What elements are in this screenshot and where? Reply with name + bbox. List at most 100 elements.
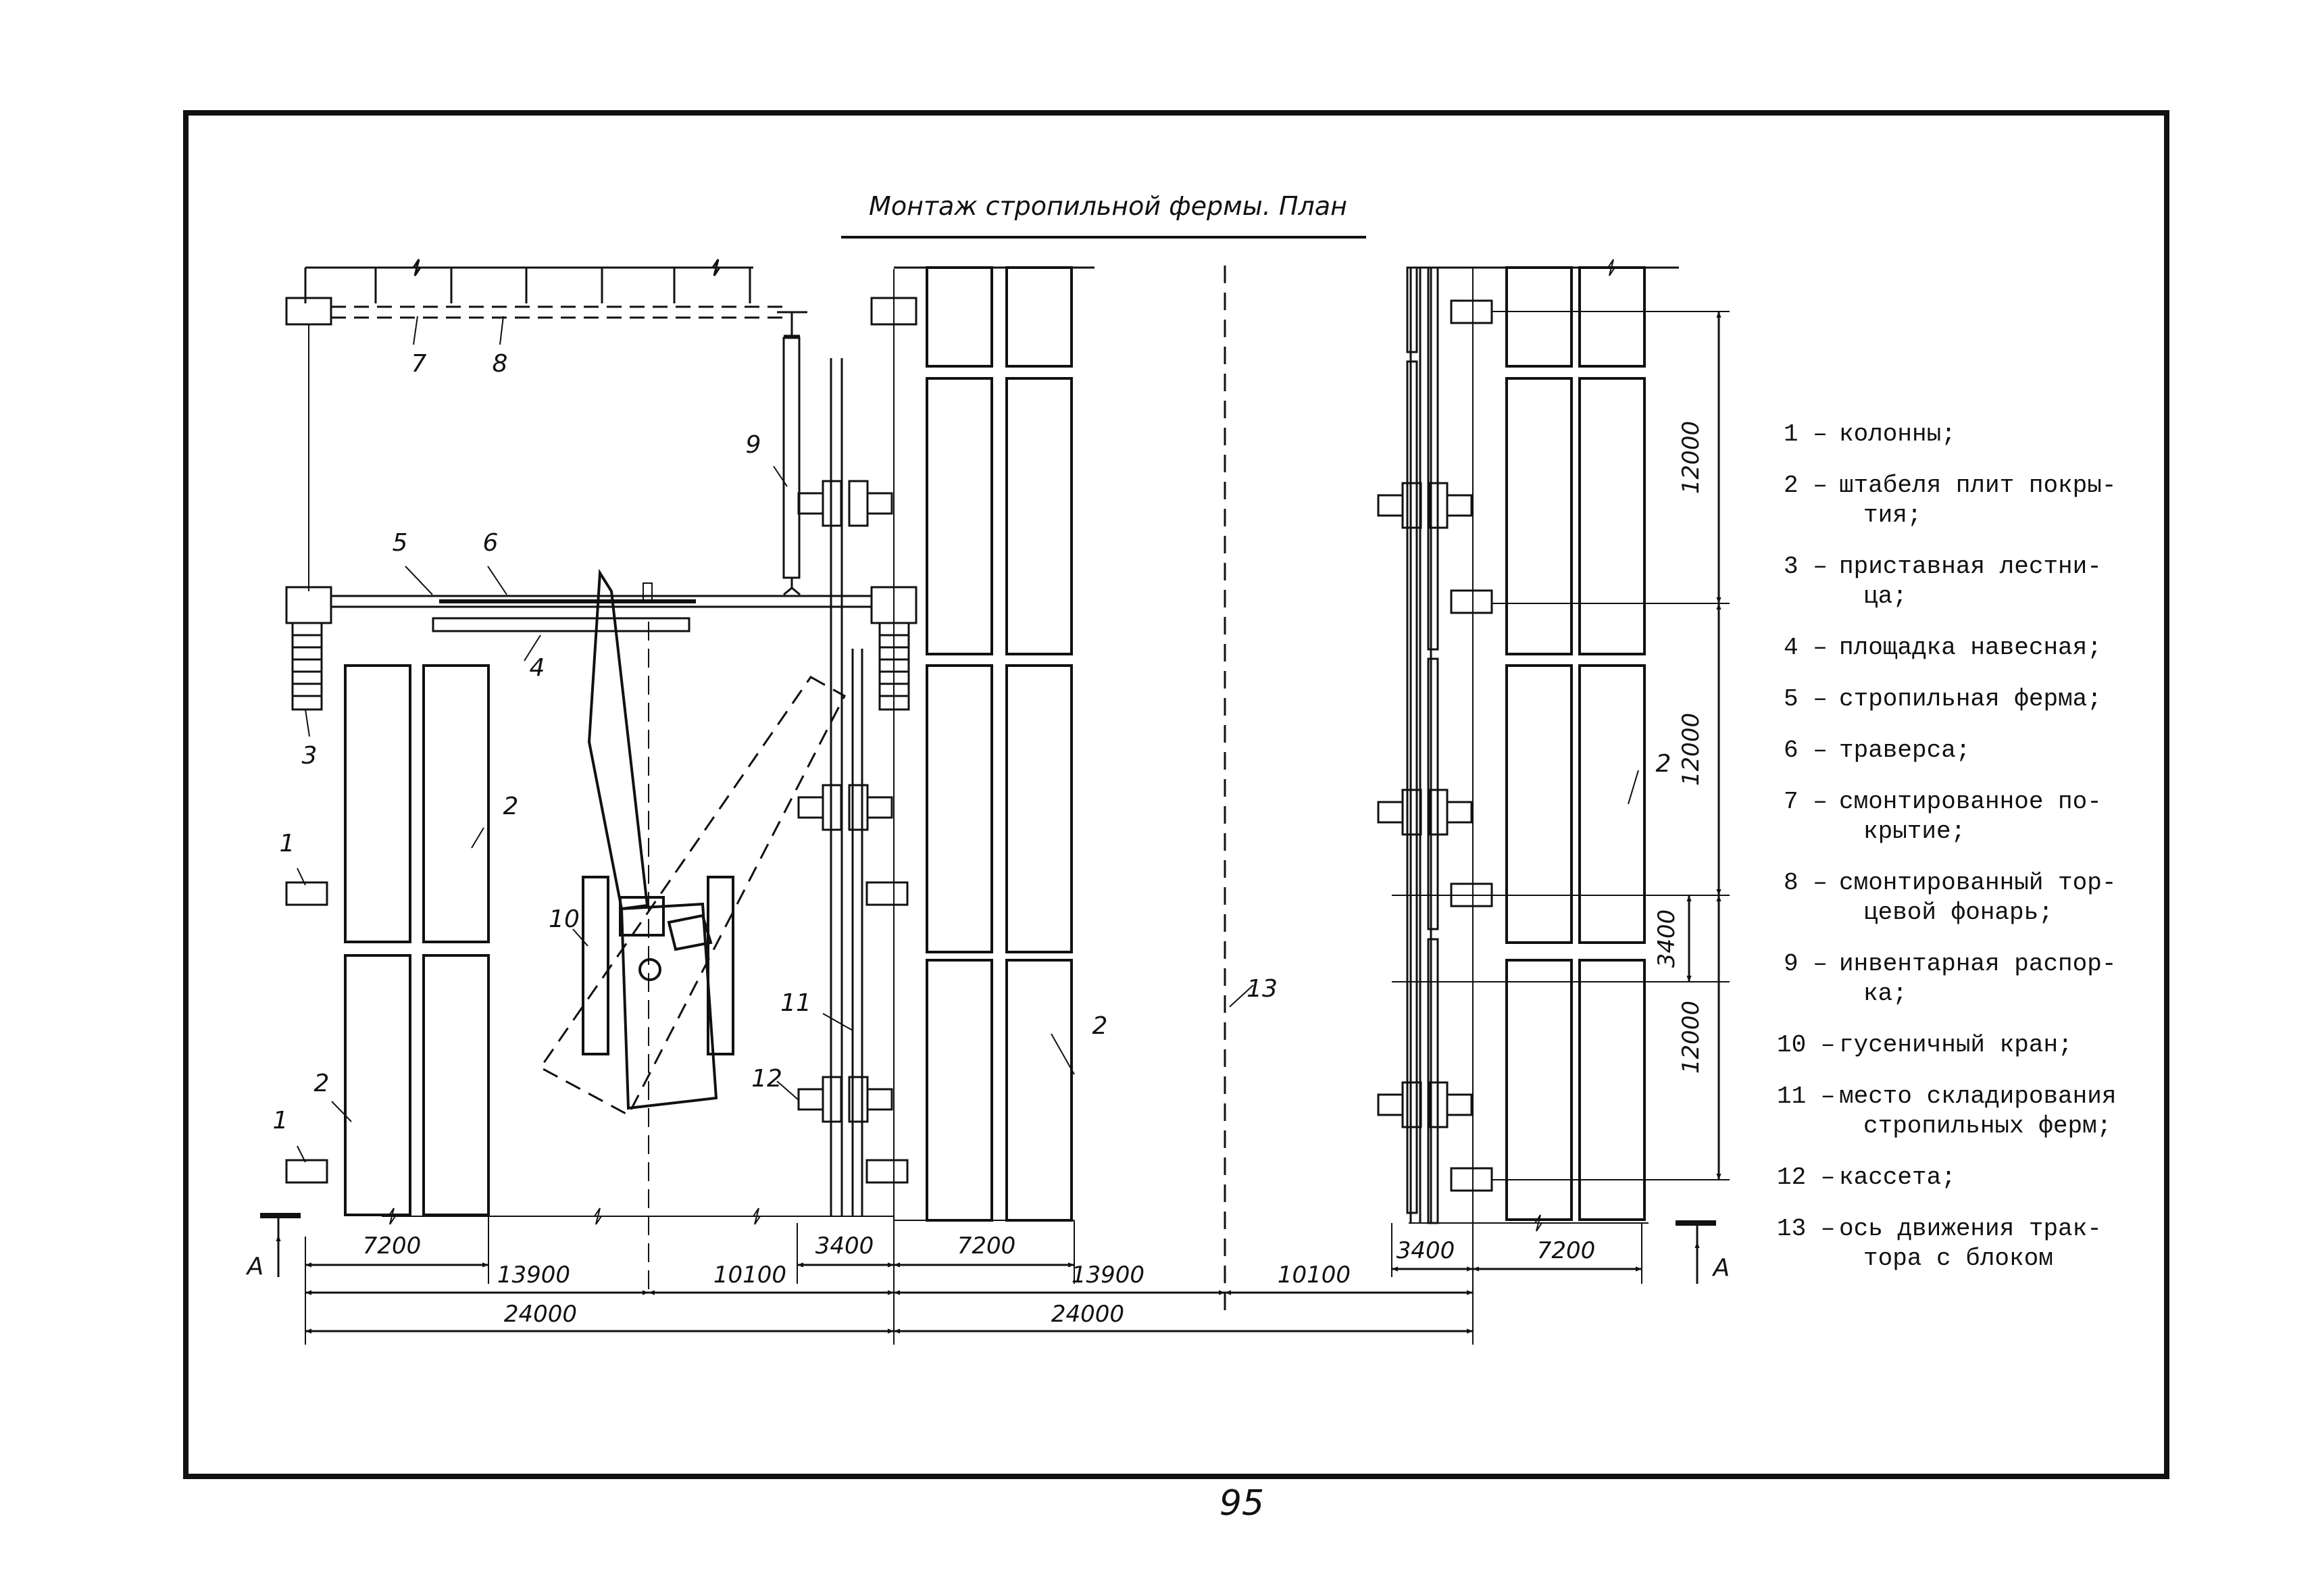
legend-text: цевой фонарь; [1863,899,2053,926]
dim-left-10100: 10100 [713,1262,786,1289]
cassette [797,1076,893,1123]
column [1450,589,1493,614]
roof-truss [331,595,872,608]
cassette [797,480,893,527]
legend-number: 5 – [1784,685,1828,713]
cassette [1377,1081,1473,1128]
end-lantern [331,305,787,319]
legend-number: 6 – [1784,737,1828,764]
callout-2-right: 2 [1656,750,1671,778]
callout-7: 7 [411,350,427,378]
legend-text: колонны; [1839,420,1956,448]
break-mark [388,1207,761,1225]
truss-storage [1406,266,1439,1224]
legend-number: 12 – [1777,1164,1835,1191]
drawing-title: Монтаж стропильной фермы. План [869,191,1347,221]
column [285,881,328,906]
strut-connector [783,578,801,596]
legend-text: инвентарная распор- [1839,950,2116,978]
dim-mid-10100: 10100 [1278,1262,1351,1289]
slab-stacks-middle [926,266,1073,1222]
hanging-platform [432,617,690,632]
page-number: 95 [1219,1483,1264,1524]
left-span [285,259,917,1291]
platform-post [643,582,653,601]
legend-number: 7 – [1784,788,1828,816]
vertical-extension-lines [1392,311,1730,1180]
legend-text: тия; [1863,501,1921,529]
legend-text: траверса; [1839,737,1970,764]
legend-text: ца; [1863,582,1907,610]
legend-text: ка; [1863,980,1907,1007]
legend-number: 9 – [1784,950,1828,978]
legend-text: место складирования [1839,1082,2116,1110]
legend-number: 8 – [1784,869,1828,897]
legend-text: гусеничный кран; [1839,1031,2073,1059]
legend-text: штабеля плит покры- [1839,472,2116,499]
callout-2-middle: 2 [1092,1012,1108,1040]
dim-left-7200: 7200 [363,1232,422,1260]
cassette [797,784,893,831]
callout-2-left-upper: 2 [503,793,519,820]
legend-text: крытие; [1863,818,1965,845]
dim-v-12000-top: 12000 [1678,421,1705,494]
dim-mid-7200: 7200 [957,1232,1016,1260]
callout-10: 10 [549,905,580,933]
middle-span [894,266,1226,1314]
callout-4: 4 [530,654,545,682]
legend-text: стропильная ферма; [1839,685,2102,713]
crane-swing-zone [538,676,846,1117]
legend-text: смонтированный тор- [1839,869,2116,897]
legend-text: кассета; [1839,1164,1956,1191]
legend: 1 – колонны; 2 – штабеля плит покры-тия; 3 –… [1777,420,2116,1272]
cassette [1377,789,1473,836]
crawler-crane [582,568,734,1110]
bottom-dimensions: 7200 3400 7200 13900 10100 13900 10100 2… [305,1216,1642,1345]
dim-right-7200: 7200 [1537,1237,1596,1264]
callout-5: 5 [393,529,408,557]
cassette [1377,482,1473,529]
break-mark [1534,1214,1542,1232]
legend-number: 2 – [1784,472,1828,499]
section-mark-left: A [246,1213,301,1280]
slab-stacks-right [1505,266,1646,1221]
column [285,586,332,624]
legend-number: 13 – [1777,1215,1835,1243]
dim-mid-24000: 24000 [1051,1301,1124,1328]
installed-roof-edge [304,259,753,303]
callout-2-left-lower: 2 [314,1070,330,1097]
legend-number: 1 – [1784,420,1828,448]
column [1450,299,1493,324]
column [865,881,909,906]
legend-text: смонтированное по- [1839,788,2102,816]
callout-1-upper: 1 [280,830,295,857]
callout-leaders [297,316,1639,1163]
section-label-right: A [1712,1254,1730,1282]
vertical-dimension-lines [1686,311,1721,1180]
column [1450,1167,1493,1192]
ladder [291,622,323,711]
legend-text: ось движения трак- [1839,1215,2102,1243]
right-span: 12000 12000 3400 12000 [1377,259,1730,1232]
dim-right-3400: 3400 [1397,1237,1455,1264]
callout-9: 9 [746,431,761,459]
ladder [878,622,910,711]
dim-v-12000-mid: 12000 [1678,713,1705,786]
inventory-strut [782,336,801,579]
section-label-left: A [246,1253,264,1280]
callout-11: 11 [780,989,811,1017]
dim-v-3400: 3400 [1653,909,1680,968]
legend-number: 3 – [1784,553,1828,580]
drawing-frame [183,110,2169,1479]
truss-storage [830,358,863,1216]
callout-1-lower: 1 [273,1107,288,1134]
callout-13: 13 [1247,975,1278,1003]
legend-text: тора с блоком [1863,1245,2053,1272]
legend-text: приставная лестни- [1839,553,2102,580]
dim-mid-13900: 13900 [1072,1262,1145,1289]
legend-number: 4 – [1784,634,1828,662]
callout-3: 3 [302,742,318,770]
legend-number: 11 – [1777,1082,1835,1110]
dim-left-3400: 3400 [815,1232,874,1260]
